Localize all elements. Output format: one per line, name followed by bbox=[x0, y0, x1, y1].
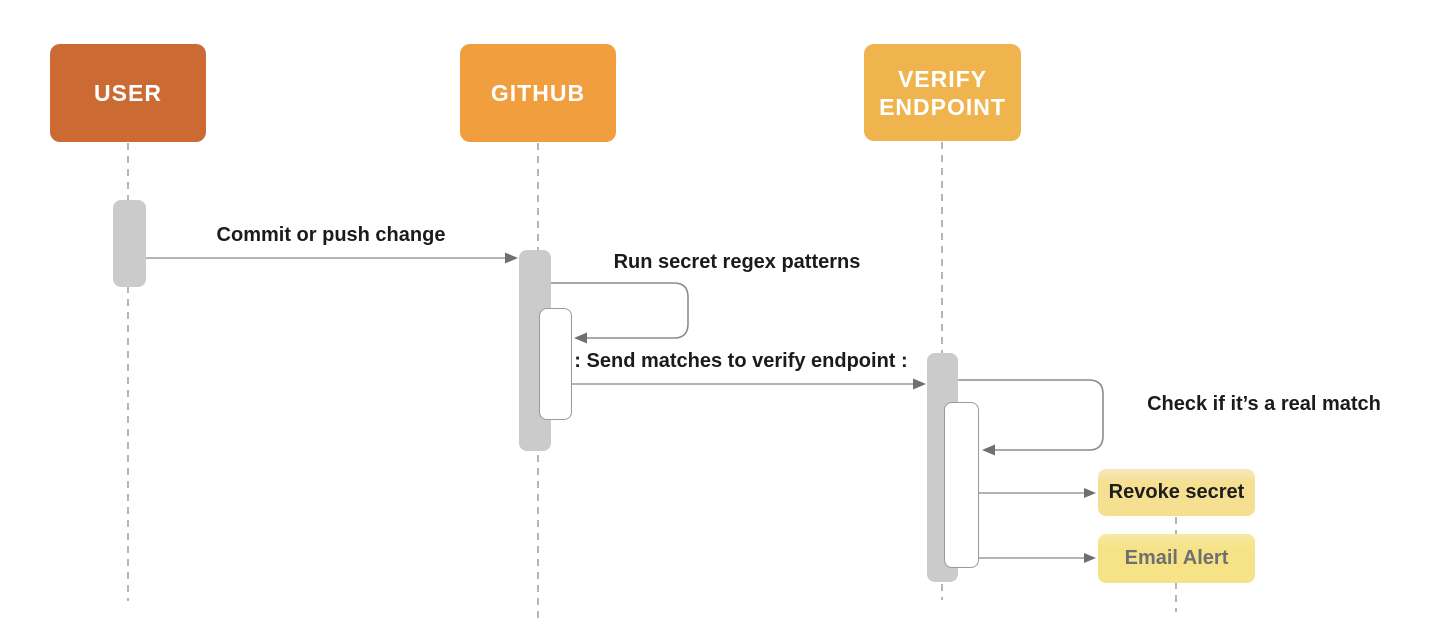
arrowhead-revoke bbox=[1084, 488, 1096, 498]
self-loop-run-regex bbox=[551, 282, 689, 339]
arrowhead-send-matches bbox=[913, 378, 926, 390]
note-label-email-alert: Email Alert bbox=[1124, 547, 1229, 569]
actor-label-verify-endpoint: VERIFY ENDPOINT bbox=[879, 65, 1006, 120]
message-label-send-matches: : Send matches to verify endpoint : bbox=[574, 350, 908, 372]
nested-activation-github bbox=[539, 308, 572, 420]
actor-box-user: USER bbox=[50, 44, 206, 142]
actor-label-github: GITHUB bbox=[490, 80, 586, 106]
arrowhead-check-match bbox=[982, 444, 995, 456]
activation-bar-user bbox=[113, 200, 146, 287]
actor-box-github: GITHUB bbox=[460, 44, 616, 142]
arrowhead-email bbox=[1084, 553, 1096, 563]
actor-label-user: USER bbox=[94, 80, 162, 106]
note-label-revoke-secret: Revoke secret bbox=[1108, 481, 1245, 503]
message-label-run-secret-regex: Run secret regex patterns bbox=[613, 251, 861, 273]
message-label-commit-or-push: Commit or push change bbox=[216, 224, 446, 246]
actor-box-verify-endpoint: VERIFY ENDPOINT bbox=[864, 44, 1021, 141]
message-label-check-real-match: Check if it’s a real match bbox=[1147, 393, 1381, 415]
arrowhead-run-regex bbox=[574, 332, 587, 344]
note-email-alert: Email Alert bbox=[1098, 534, 1255, 583]
nested-activation-verify-endpoint bbox=[944, 402, 979, 568]
self-loop-check-match bbox=[958, 379, 1104, 451]
note-revoke-secret: Revoke secret bbox=[1098, 469, 1255, 516]
arrowhead-commit bbox=[505, 252, 518, 264]
